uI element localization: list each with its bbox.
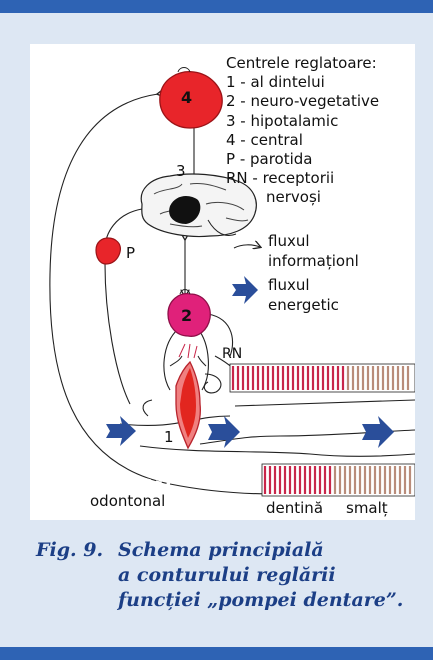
caption-line-3: funcției „pompei dentare”. [118, 588, 403, 612]
legend-item-continuation: nervoși [226, 188, 379, 207]
node-2-label: 2 [181, 306, 192, 325]
legend-item: 2 - neuro-vegetative [226, 92, 379, 111]
legend-energy-line1: fluxul [268, 276, 339, 296]
legend-title: Centrele reglatoare: [226, 54, 379, 73]
caption-line-2: a conturului reglării [118, 563, 336, 587]
dentin-label: dentină [266, 499, 323, 517]
top-rule [0, 0, 433, 13]
legend-item: P - parotida [226, 150, 379, 169]
node-p-label: P [126, 244, 135, 262]
energy-arrow-middle [208, 416, 240, 448]
legend-energy-line2: energetic [268, 296, 339, 316]
node-p [96, 238, 120, 264]
legend-item: 1 - al dintelui [226, 73, 379, 92]
energy-arrow-left [106, 416, 136, 446]
legend-info-arrow [234, 245, 260, 248]
node-3-label: 3 [176, 162, 186, 180]
caption-line-1: Schema principială [118, 538, 324, 562]
legend-item: 3 - hipotalamic [226, 112, 379, 131]
energy-arrow-right [362, 416, 394, 448]
odontonal-label: odontonal [90, 492, 165, 510]
legend-info-line2: informaționl [268, 252, 359, 272]
tooth-left-curl [143, 400, 152, 416]
base-line [140, 446, 415, 456]
legend-item: RN - receptorii [226, 169, 379, 188]
diagram-panel: Centrele reglatoare: 1 - al dintelui 2 -… [30, 44, 415, 520]
tooth-node-1 [170, 344, 206, 448]
legend-info-line1: fluxul [268, 232, 359, 252]
link-2-tooth-left [164, 329, 178, 390]
legend-energy-arrow [232, 276, 258, 304]
legend-energy-text: fluxul energetic [268, 276, 339, 315]
enamel-label: smalț [346, 499, 388, 517]
caption-figure-number: Fig. 9. [36, 538, 103, 562]
rn-label: RN [222, 346, 242, 362]
feedback-loop-dashed [52, 344, 170, 484]
legend-info-text: fluxul informaționl [268, 232, 359, 271]
legend-item: 4 - central [226, 131, 379, 150]
bottom-rule [0, 647, 433, 660]
node-4-label: 4 [181, 88, 192, 107]
legend: Centrele reglatoare: 1 - al dintelui 2 -… [226, 54, 379, 208]
link-p-tooth [105, 264, 130, 404]
pulp-line-upper [235, 400, 415, 406]
node-1-label: 1 [164, 428, 174, 446]
link-2-tooth-right [198, 329, 208, 390]
